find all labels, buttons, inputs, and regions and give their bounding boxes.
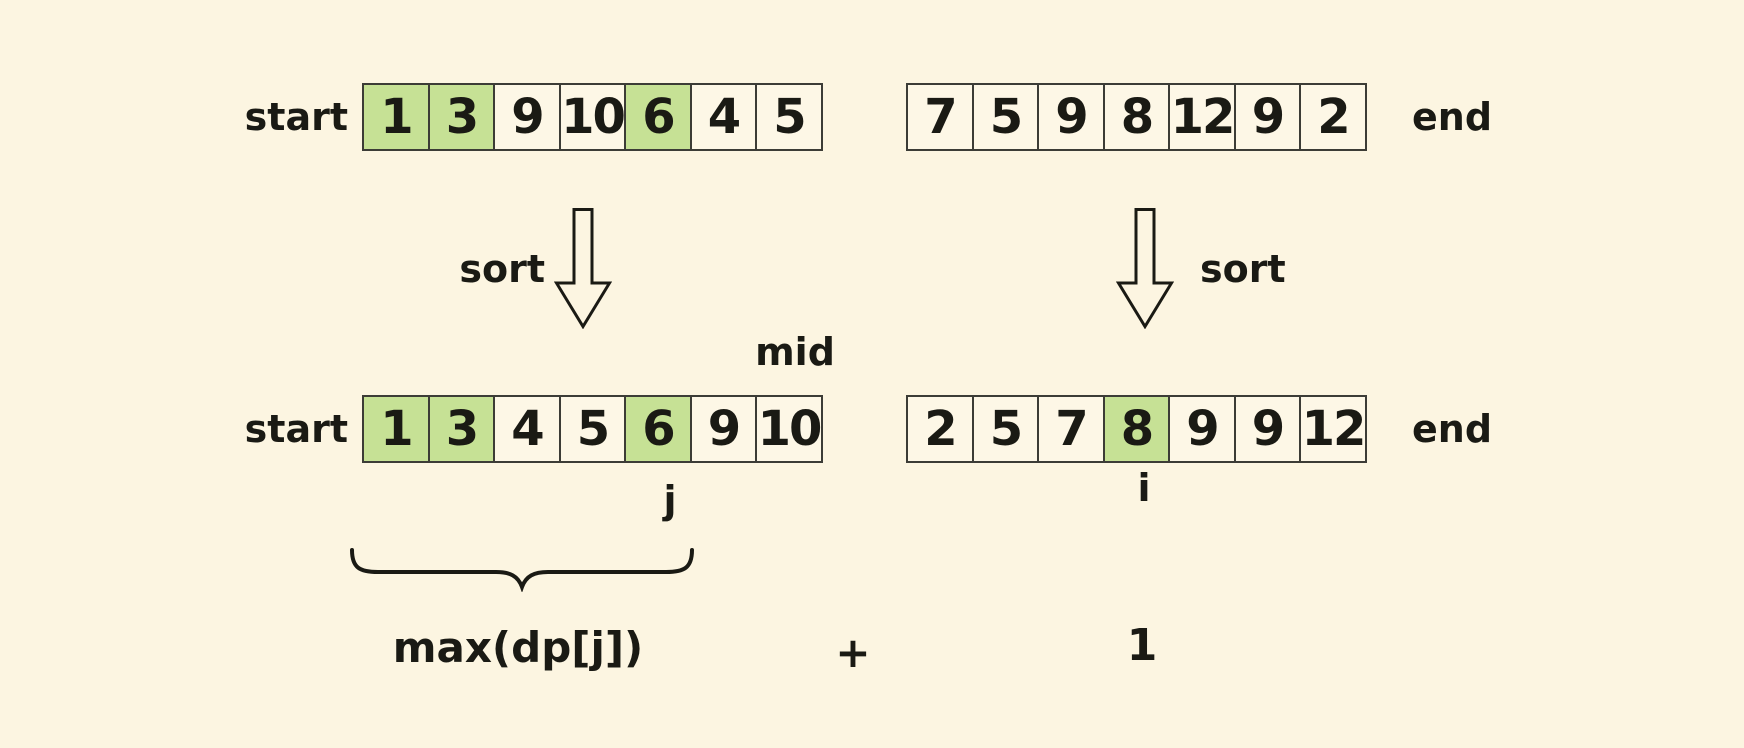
start-label-bottom: start <box>244 407 348 451</box>
end-label-top: end <box>1412 95 1493 139</box>
array-cell: 9 <box>1233 83 1302 151</box>
array-cell: 1 <box>362 83 430 151</box>
array-cell: 8 <box>1102 395 1171 463</box>
sort-arrow-down-icon <box>1116 208 1174 329</box>
j-pointer-label: j <box>663 478 677 522</box>
array-cell: 5 <box>755 83 823 151</box>
array-cell: 8 <box>1102 83 1171 151</box>
sort-label-right: sort <box>1200 247 1286 291</box>
array-cell: 3 <box>427 395 496 463</box>
mid-pointer-label: mid <box>755 330 835 374</box>
array-start-unsorted: 1 3 9 10 6 4 5 <box>362 83 823 151</box>
array-end-sorted: 2 5 7 8 9 9 12 <box>906 395 1367 463</box>
array-cell: 3 <box>427 83 496 151</box>
array-cell: 6 <box>624 395 692 463</box>
formula-operand-one: 1 <box>1126 620 1158 671</box>
array-cell: 5 <box>558 395 627 463</box>
array-cell: 5 <box>971 395 1040 463</box>
array-cell: 6 <box>624 83 692 151</box>
end-label-bottom: end <box>1412 407 1493 451</box>
formula-max-dp-j: max(dp[j]) <box>392 623 644 672</box>
array-cell: 7 <box>1037 395 1105 463</box>
array-cell: 10 <box>558 83 627 151</box>
array-cell: 4 <box>493 395 561 463</box>
array-cell: 9 <box>689 395 758 463</box>
array-cell: 2 <box>1299 83 1367 151</box>
array-cell: 9 <box>1168 395 1236 463</box>
array-cell: 2 <box>906 395 974 463</box>
formula-plus-sign: + <box>835 628 871 677</box>
array-cell: 9 <box>1037 83 1105 151</box>
array-cell: 9 <box>493 83 561 151</box>
sort-arrow-down-icon <box>554 208 612 329</box>
array-cell: 4 <box>689 83 758 151</box>
i-pointer-label: i <box>1137 466 1151 510</box>
start-label-top: start <box>244 95 348 139</box>
array-cell: 12 <box>1299 395 1367 463</box>
array-cell: 7 <box>906 83 974 151</box>
underbrace <box>350 548 694 592</box>
array-cell: 10 <box>755 395 823 463</box>
array-cell: 5 <box>971 83 1040 151</box>
sort-label-left: sort <box>459 247 545 291</box>
array-cell: 1 <box>362 395 430 463</box>
array-start-sorted: 1 3 4 5 6 9 10 <box>362 395 823 463</box>
array-cell: 12 <box>1168 83 1236 151</box>
array-end-unsorted: 7 5 9 8 12 9 2 <box>906 83 1367 151</box>
array-cell: 9 <box>1233 395 1302 463</box>
